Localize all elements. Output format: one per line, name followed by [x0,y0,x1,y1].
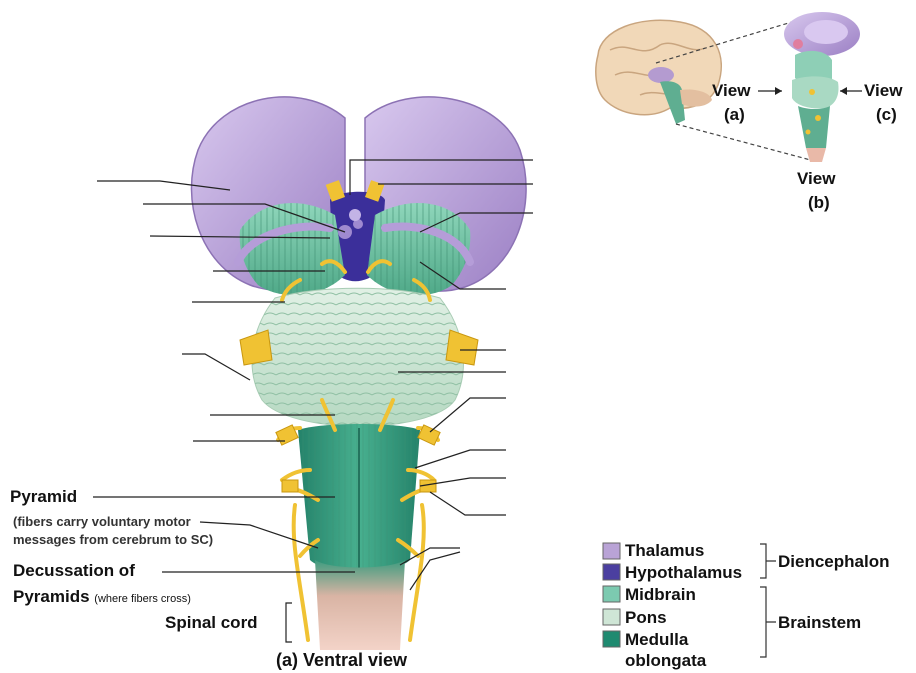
pyramid-note-line2: messages from cerebrum to SC) [13,532,213,547]
legend-swatch-midbrain [603,586,620,602]
left-cerebral-peduncle-striae [240,203,345,295]
legend-group-brainstem: Brainstem [778,613,861,633]
trigeminal-nerve-left [240,330,272,365]
vagus-nerve-left [282,480,298,492]
diencephalon-bracket [760,544,776,578]
infundibulum [349,209,361,221]
leader-line [415,450,506,468]
legend-label-thalamus: Thalamus [625,541,704,561]
inset-zoom-pineal [793,39,803,49]
trigeminal-nerve-right [446,330,478,365]
view-a-arrowhead [775,87,782,95]
pyramid-note-line1: (fibers carry voluntary motor [13,514,191,529]
legend-label-medulla-line2: oblongata [625,651,706,671]
view-c-arrowhead [840,87,847,95]
diagram-caption: (a) Ventral view [276,650,407,671]
decussation-label-line1: Decussation of [13,561,135,581]
legend-swatch-thalamus [603,543,620,559]
legend-label-pons: Pons [625,608,667,628]
leader-line [182,354,250,380]
decussation-note: (where fibers cross) [94,593,191,605]
legend-label-hypothalamus: Hypothalamus [625,563,742,583]
spinal-cord [315,560,405,650]
decussation-label-line2: Pyramids (where fibers cross) [13,587,191,607]
inset-zoom-spinal [806,148,826,162]
inset-zoom-nerve [809,89,815,95]
decussation-pyramids-text: Pyramids [13,587,90,606]
leader-line [430,492,506,515]
inset-zoom-thalamus-inner [804,20,848,44]
legend-swatch-pons [603,609,620,625]
legend-label-medulla: Medulla [625,630,688,650]
view-c-label: View [864,81,902,101]
inset-zoom-line [676,124,818,162]
main-brain-illustration [191,97,526,650]
spinal-cord-label: Spinal cord [165,613,258,633]
inset-zoom-pons [792,76,839,108]
inset-zoom-medulla [798,106,830,148]
pons-striae [252,288,463,426]
legend-label-midbrain: Midbrain [625,585,696,605]
view-b-label: View [797,169,835,189]
legend-swatch-medulla [603,631,620,647]
legend-group-diencephalon: Diencephalon [778,552,889,572]
view-a-letter: (a) [724,105,745,125]
view-b-letter: (b) [808,193,830,213]
view-a-label: View [712,81,750,101]
pyramid-label: Pyramid [10,487,77,507]
spinal-cord-bracket [286,603,292,642]
legend-swatch-hypothalamus [603,564,620,580]
inset-zoom-nerve [815,115,821,121]
inset-zoom-nerve [806,130,811,135]
inset-thalamus [648,67,674,83]
pyramid-note-leader [200,522,318,548]
view-c-letter: (c) [876,105,897,125]
brainstem-bracket [760,587,776,657]
